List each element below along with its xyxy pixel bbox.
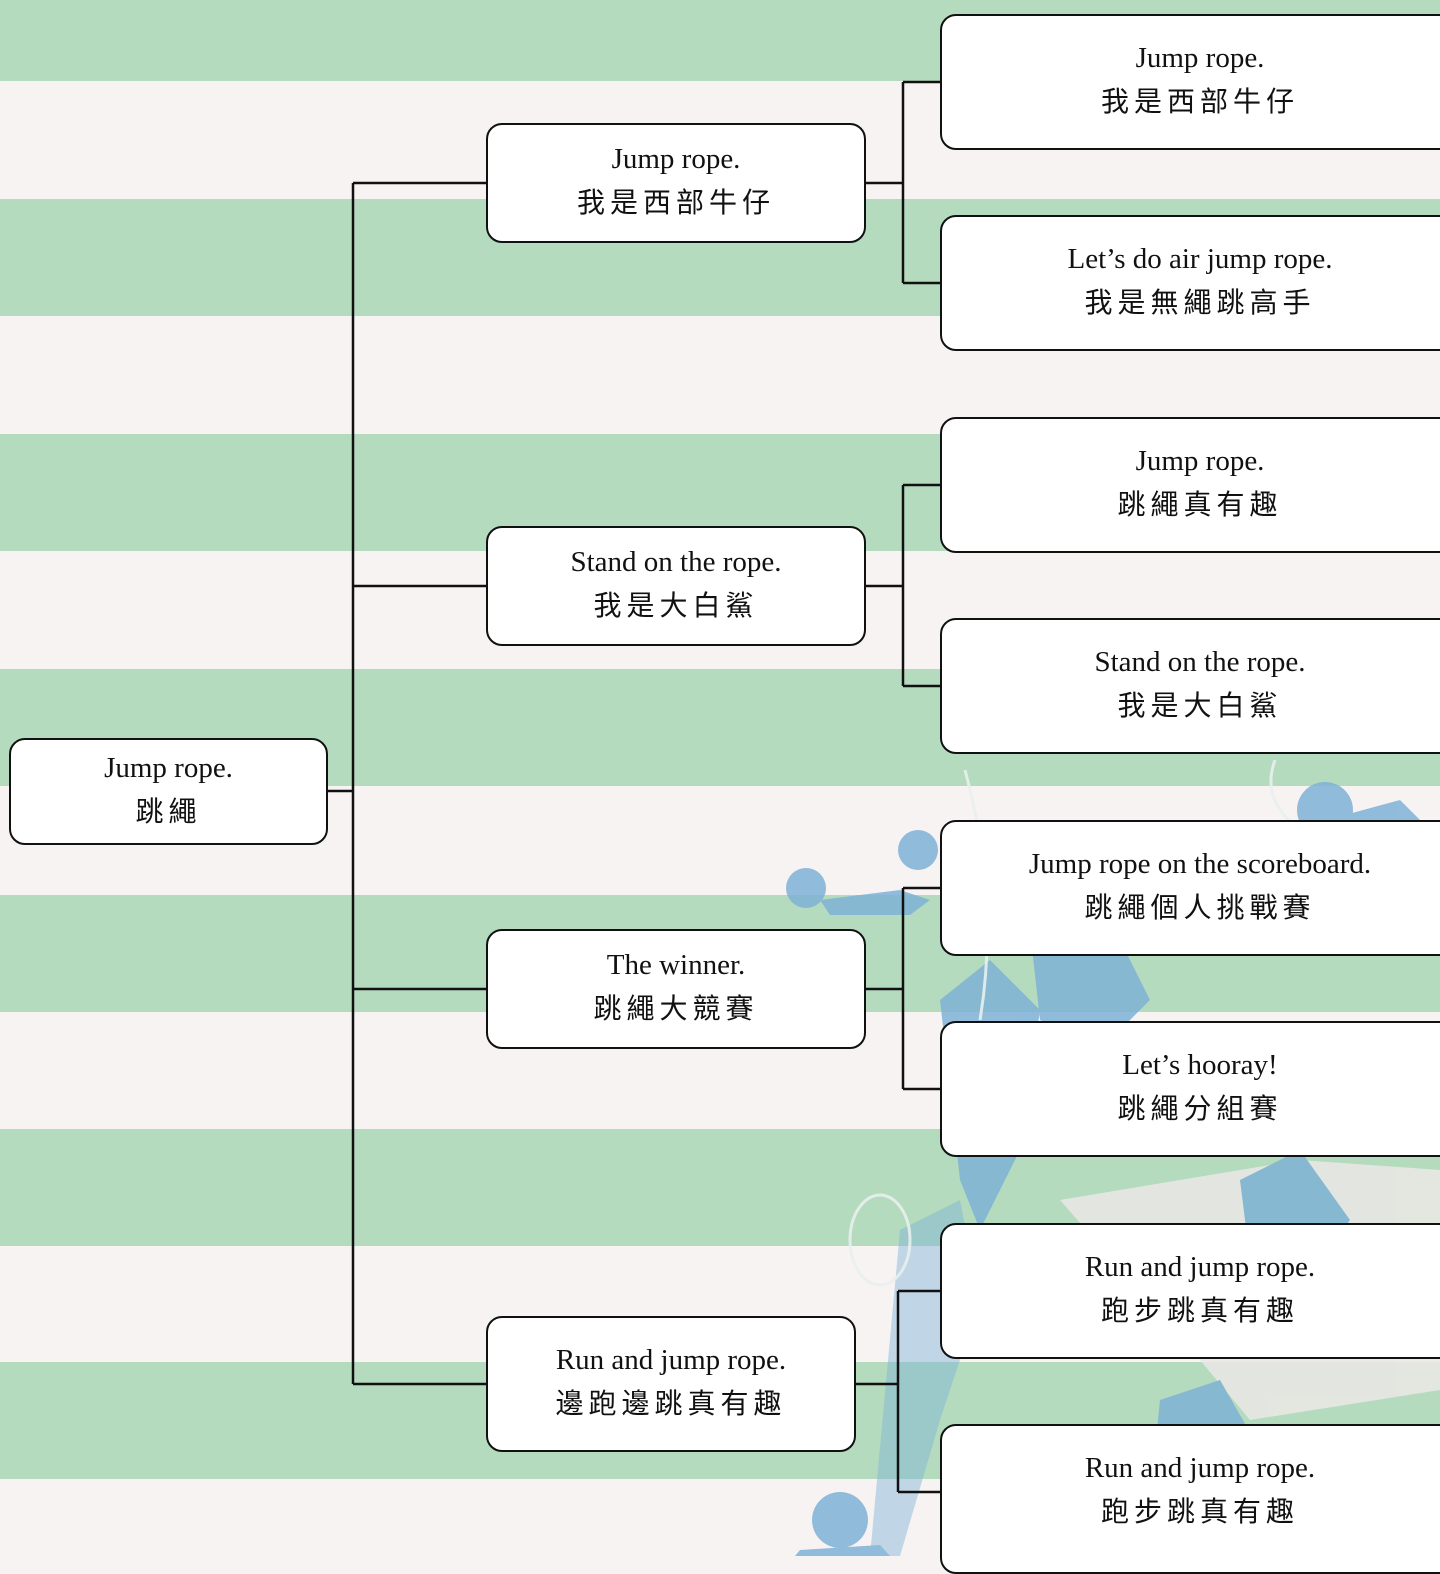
root-node: Jump rope. 跳繩 (9, 738, 328, 845)
node-english-label: Jump rope. (611, 143, 741, 175)
branch-node: Jump rope. 我是西部牛仔 (486, 123, 866, 243)
node-english-label: Jump rope. (104, 751, 233, 784)
node-english-label: Let’s hooray! (1122, 1049, 1278, 1081)
node-english-label: Run and jump rope. (555, 1344, 787, 1376)
node-english-label: Jump rope. (1135, 42, 1265, 74)
node-chinese-label: 跑步跳真有趣 (1100, 1495, 1299, 1528)
node-chinese-label: 跳繩 (135, 794, 202, 828)
node-english-label: Stand on the rope. (1094, 646, 1306, 678)
leaf-node: Let’s do air jump rope. 我是無繩跳高手 (940, 215, 1440, 351)
node-chinese-label: 邊跑邊跳真有趣 (555, 1387, 787, 1420)
node-chinese-label: 我是西部牛仔 (1100, 85, 1299, 118)
branch-node: The winner. 跳繩大競賽 (486, 929, 866, 1049)
node-chinese-label: 我是西部牛仔 (576, 186, 775, 219)
leaf-node: Jump rope. 跳繩真有趣 (940, 417, 1440, 553)
node-chinese-label: 跳繩個人挑戰賽 (1084, 891, 1316, 924)
leaf-node: Run and jump rope. 跑步跳真有趣 (940, 1223, 1440, 1359)
node-chinese-label: 我是無繩跳高手 (1084, 286, 1316, 319)
leaf-node: Stand on the rope. 我是大白鯊 (940, 618, 1440, 754)
leaf-node: Jump rope. 我是西部牛仔 (940, 14, 1440, 150)
leaf-node: Run and jump rope. 跑步跳真有趣 (940, 1424, 1440, 1574)
node-english-label: Let’s do air jump rope. (1067, 243, 1333, 275)
node-english-label: The winner. (606, 949, 746, 981)
node-english-label: Run and jump rope. (1084, 1452, 1316, 1484)
node-chinese-label: 跳繩大競賽 (593, 992, 759, 1025)
node-english-label: Jump rope on the scoreboard. (1028, 848, 1372, 880)
node-english-label: Run and jump rope. (1084, 1251, 1316, 1283)
node-chinese-label: 跳繩真有趣 (1117, 488, 1283, 521)
leaf-node: Jump rope on the scoreboard. 跳繩個人挑戰賽 (940, 820, 1440, 956)
branch-node: Run and jump rope. 邊跑邊跳真有趣 (486, 1316, 856, 1452)
node-english-label: Stand on the rope. (570, 546, 782, 578)
branch-node: Stand on the rope. 我是大白鯊 (486, 526, 866, 646)
node-chinese-label: 跑步跳真有趣 (1100, 1294, 1299, 1327)
node-english-label: Jump rope. (1135, 445, 1265, 477)
node-chinese-label: 我是大白鯊 (593, 589, 759, 622)
leaf-node: Let’s hooray! 跳繩分組賽 (940, 1021, 1440, 1157)
node-chinese-label: 我是大白鯊 (1117, 689, 1283, 722)
node-chinese-label: 跳繩分組賽 (1117, 1092, 1283, 1125)
